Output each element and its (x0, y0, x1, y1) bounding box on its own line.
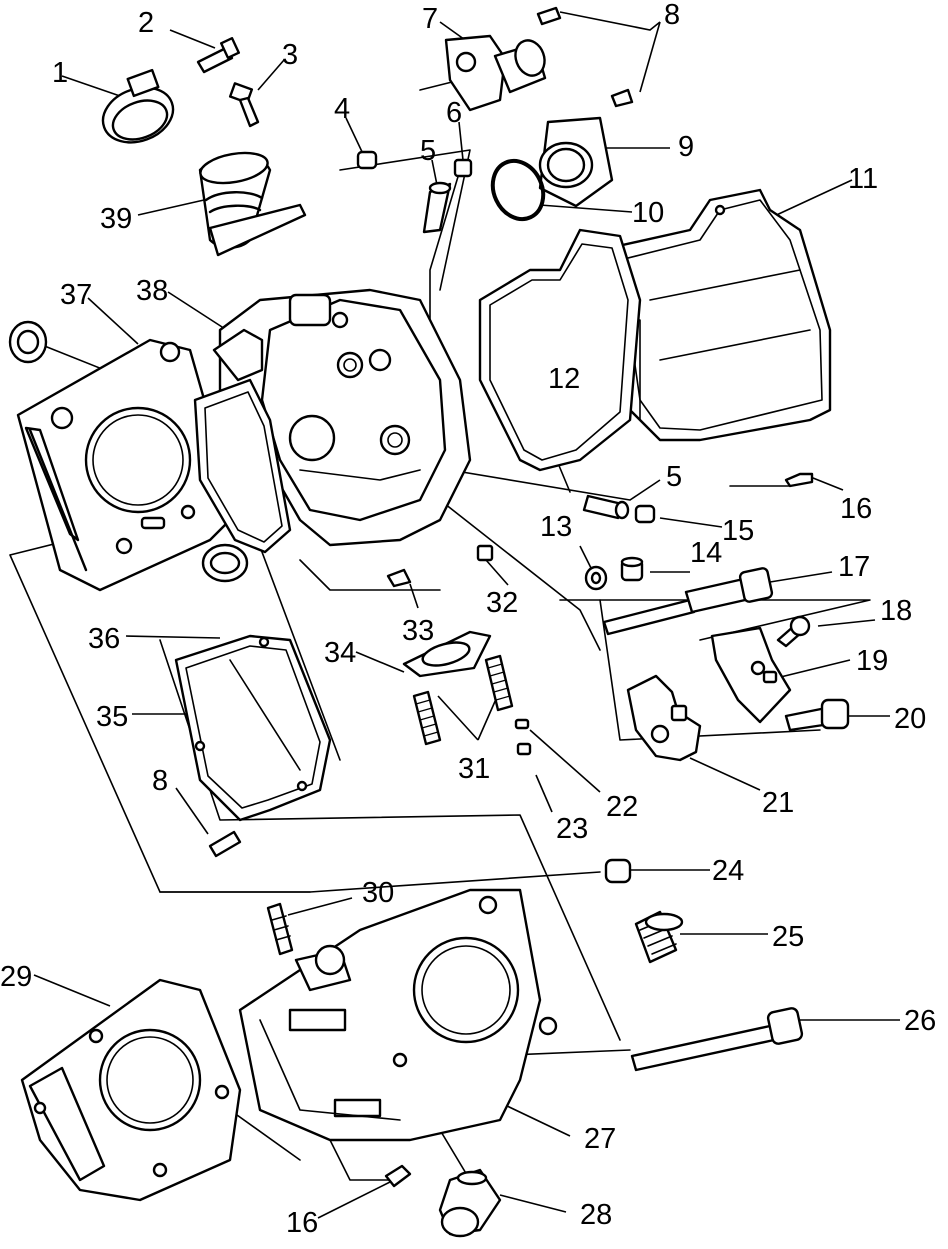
callout-24: 24 (712, 855, 744, 887)
callout-20: 20 (894, 703, 926, 735)
long-bolt-part-17 (602, 567, 774, 636)
callout-21: 21 (762, 787, 794, 819)
callout-32: 32 (486, 587, 518, 619)
callout-34: 34 (324, 637, 356, 669)
callout-19: 19 (856, 645, 888, 677)
bolt-part-2 (196, 37, 241, 74)
callout-27: 27 (584, 1123, 616, 1155)
bolt-part-20 (784, 698, 850, 732)
callout-17: 17 (838, 551, 870, 583)
callout-13: 13 (540, 511, 572, 543)
callout-labels: 1 2 3 4 5 6 7 8 9 10 11 12 5 16 13 14 15… (0, 0, 936, 1239)
callout-29: 29 (0, 961, 32, 993)
callout-3: 3 (282, 39, 298, 71)
dowel-part-32 (476, 544, 494, 562)
callout-33: 33 (402, 615, 434, 647)
base-gasket-part (20, 978, 242, 1202)
plug-part-14 (620, 556, 644, 582)
head-gasket-part (16, 338, 232, 592)
elbow-part-28 (438, 1168, 502, 1238)
callout-5-lower: 5 (666, 461, 682, 493)
callout-8-lower: 8 (152, 765, 168, 797)
callout-2: 2 (138, 7, 154, 39)
callout-15: 15 (722, 515, 754, 547)
callout-30: 30 (362, 877, 394, 909)
seal-part (8, 320, 48, 364)
callout-8: 8 (664, 0, 680, 31)
dowel-part-4 (356, 150, 378, 170)
gasket-part-12 (478, 228, 642, 472)
cylinder-head-part (212, 288, 472, 547)
callout-39: 39 (100, 203, 132, 235)
stud-parts-31 (412, 654, 514, 746)
callout-16: 16 (840, 493, 872, 525)
plug-part-15 (634, 504, 656, 524)
o-ring-part (490, 158, 546, 222)
callout-25: 25 (772, 921, 804, 953)
head-cover-gasket (193, 378, 292, 554)
washer-part-13 (584, 565, 608, 591)
callout-23: 23 (556, 813, 588, 845)
callout-5: 5 (420, 135, 436, 167)
dowel-part-22 (514, 718, 530, 730)
water-outlet-part (444, 34, 547, 112)
long-bolt-part-26 (630, 1007, 804, 1072)
callout-37: 37 (60, 279, 92, 311)
cylinder-part (238, 888, 558, 1142)
callout-16-lower: 16 (286, 1207, 318, 1239)
dowel-part-23 (516, 742, 532, 756)
bolt-part-8 (536, 6, 634, 108)
tube-part-5 (422, 181, 452, 234)
callout-28: 28 (580, 1199, 612, 1231)
gasket-part-34 (402, 630, 492, 678)
housing-part-9 (538, 116, 614, 208)
clamp-part (101, 68, 175, 144)
callout-7: 7 (422, 3, 438, 35)
tube-part-5-lower (582, 494, 630, 520)
callout-35: 35 (96, 701, 128, 733)
bolt-part-3 (228, 82, 260, 128)
bolt-part-8-lower (208, 830, 242, 858)
bracket-part-19 (710, 626, 792, 724)
bracket-part-21 (626, 674, 702, 762)
callout-12: 12 (548, 363, 580, 395)
side-cover-part (174, 634, 332, 822)
callout-26: 26 (904, 1005, 936, 1037)
callout-14: 14 (690, 537, 722, 569)
callout-38: 38 (136, 275, 168, 307)
callout-9: 9 (678, 131, 694, 163)
dowel-part-24 (604, 858, 632, 884)
callout-36: 36 (88, 623, 120, 655)
intake-boot-part (198, 151, 307, 257)
callout-10: 10 (632, 197, 664, 229)
callout-18: 18 (880, 595, 912, 627)
callout-6: 6 (446, 97, 462, 129)
fitting-part-25 (634, 910, 684, 964)
callout-4: 4 (334, 93, 350, 125)
bolt-part-33 (386, 568, 412, 588)
bolt-part-16-lower (384, 1164, 412, 1188)
callout-11: 11 (848, 163, 878, 195)
callout-31: 31 (458, 753, 490, 785)
callout-22: 22 (606, 791, 638, 823)
plug-part-6 (453, 158, 473, 178)
fitting-part-30 (266, 902, 294, 956)
valve-cover-part (598, 188, 832, 442)
seal-part-lower (201, 543, 249, 583)
callout-1: 1 (52, 57, 68, 89)
bolt-part-16 (784, 472, 814, 488)
screw-part-18 (776, 615, 811, 648)
